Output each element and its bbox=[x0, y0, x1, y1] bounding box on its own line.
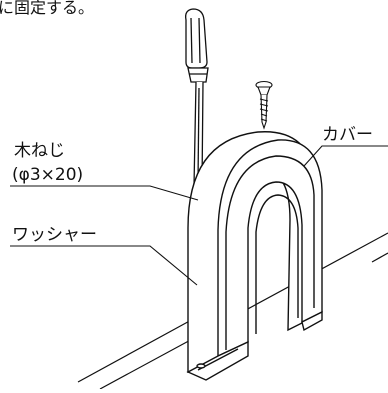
wood-screw-right-icon bbox=[255, 80, 273, 130]
leader-lines bbox=[10, 145, 388, 286]
cover-part bbox=[186, 131, 323, 381]
wood-screw-spec-label: (φ3×20) bbox=[12, 165, 83, 185]
wood-screw-label: 木ねじ bbox=[14, 141, 65, 161]
washer-label: ワッシャー bbox=[12, 225, 97, 245]
heading-fragment: に固定する。 bbox=[0, 0, 94, 17]
cover-label: カバー bbox=[322, 125, 373, 145]
